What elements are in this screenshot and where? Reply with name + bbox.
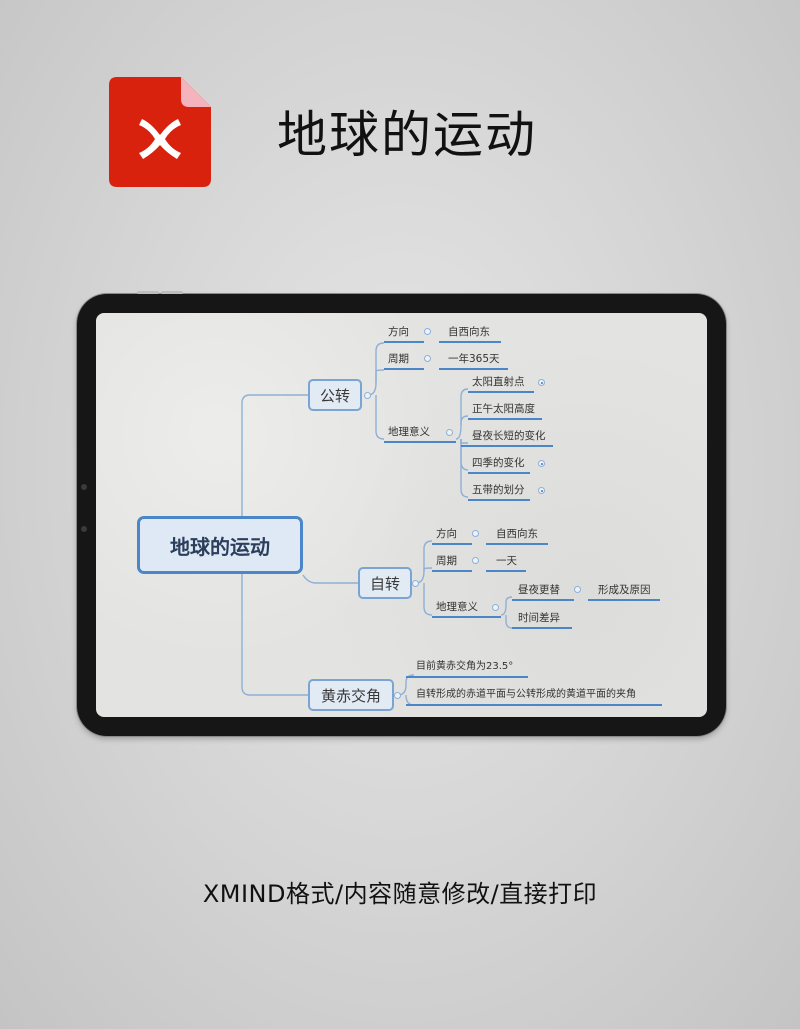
node-underline xyxy=(468,472,530,474)
node-revolution-significance[interactable]: 地理意义 xyxy=(388,426,430,438)
collapse-toggle-icon[interactable] xyxy=(574,586,581,593)
node-obliquity-value[interactable]: 目前黄赤交角为23.5° xyxy=(416,661,514,672)
node-obliquity-definition[interactable]: 自转形成的赤道平面与公转形成的黄道平面的夹角 xyxy=(416,689,636,700)
node-underline xyxy=(406,704,662,706)
node-rotation-direction[interactable]: 方向 xyxy=(436,528,457,540)
collapse-toggle-icon[interactable] xyxy=(492,604,499,611)
collapse-toggle-icon[interactable] xyxy=(424,355,431,362)
node-rotation-direction-value[interactable]: 自西向东 xyxy=(496,528,538,540)
node-underline xyxy=(486,570,526,572)
tablet-sensor xyxy=(81,526,87,532)
expand-toggle-icon[interactable] xyxy=(538,460,545,467)
node-underline xyxy=(588,599,660,601)
node-revolution-period-value[interactable]: 一年365天 xyxy=(448,353,500,365)
node-underline xyxy=(432,616,501,618)
node-underline xyxy=(468,391,534,393)
node-underline xyxy=(384,368,424,370)
node-direct-sun-point[interactable]: 太阳直射点 xyxy=(472,376,525,388)
node-underline xyxy=(384,441,456,443)
node-underline xyxy=(461,445,553,447)
branch-node-obliquity[interactable]: 黄赤交角 xyxy=(308,679,394,711)
expand-toggle-icon[interactable] xyxy=(538,379,545,386)
branch-node-revolution[interactable]: 公转 xyxy=(308,379,362,411)
tablet-top-button xyxy=(137,291,159,294)
node-underline xyxy=(486,543,548,545)
collapse-toggle-icon[interactable] xyxy=(412,580,419,587)
node-revolution-direction[interactable]: 方向 xyxy=(388,326,409,338)
node-underline xyxy=(468,418,542,420)
node-rotation-significance[interactable]: 地理意义 xyxy=(436,601,478,613)
node-underline xyxy=(468,499,530,501)
collapse-toggle-icon[interactable] xyxy=(446,429,453,436)
node-day-night-alternation[interactable]: 昼夜更替 xyxy=(518,584,560,596)
node-time-difference[interactable]: 时间差异 xyxy=(518,612,560,624)
collapse-toggle-icon[interactable] xyxy=(364,392,371,399)
node-underline xyxy=(432,543,472,545)
collapse-toggle-icon[interactable] xyxy=(394,692,401,699)
footer-caption: XMIND格式/内容随意修改/直接打印 xyxy=(202,880,598,908)
node-underline xyxy=(512,599,574,601)
tablet-camera xyxy=(81,484,87,490)
node-underline xyxy=(432,570,472,572)
node-rotation-period-value[interactable]: 一天 xyxy=(496,555,517,567)
node-five-zones[interactable]: 五带的划分 xyxy=(472,484,525,496)
collapse-toggle-icon[interactable] xyxy=(424,328,431,335)
expand-toggle-icon[interactable] xyxy=(538,487,545,494)
node-formation-cause[interactable]: 形成及原因 xyxy=(598,584,651,596)
node-seasons[interactable]: 四季的变化 xyxy=(472,457,525,469)
node-day-night-length[interactable]: 昼夜长短的变化 xyxy=(472,430,546,442)
node-underline xyxy=(439,341,501,343)
node-rotation-period[interactable]: 周期 xyxy=(436,555,457,567)
mindmap-root-node[interactable]: 地球的运动 xyxy=(137,516,303,574)
branch-node-rotation[interactable]: 自转 xyxy=(358,567,412,599)
tablet-frame: 地球的运动 公转 方向 自西向东 周期 一年365天 地理意义 太阳直射点 正午… xyxy=(77,291,726,736)
node-underline xyxy=(512,627,572,629)
node-revolution-period[interactable]: 周期 xyxy=(388,353,409,365)
node-revolution-direction-value[interactable]: 自西向东 xyxy=(448,326,490,338)
tablet-top-button xyxy=(161,291,183,294)
node-underline xyxy=(406,676,528,678)
collapse-toggle-icon[interactable] xyxy=(472,530,479,537)
xmind-file-icon xyxy=(109,77,211,187)
node-underline xyxy=(439,368,508,370)
page-title: 地球的运动 xyxy=(277,106,537,164)
mindmap-canvas: 地球的运动 公转 方向 自西向东 周期 一年365天 地理意义 太阳直射点 正午… xyxy=(96,313,707,717)
collapse-toggle-icon[interactable] xyxy=(472,557,479,564)
mindmap-connectors xyxy=(241,342,513,706)
node-underline xyxy=(384,341,424,343)
node-noon-sun-height[interactable]: 正午太阳高度 xyxy=(472,403,535,415)
